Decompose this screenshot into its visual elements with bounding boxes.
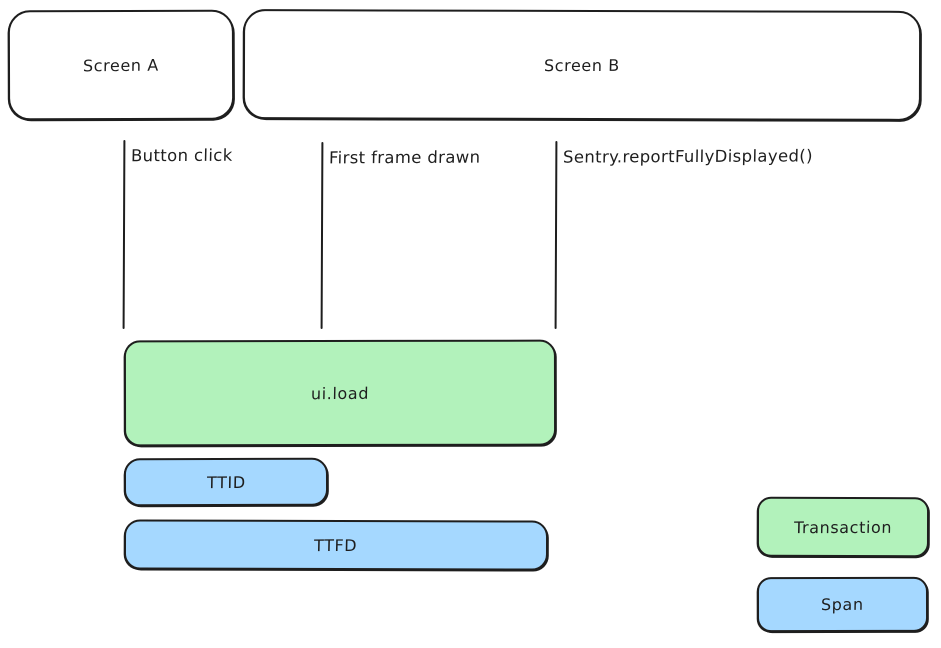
marker-tick-button-click	[122, 139, 126, 330]
bar-ttfd[interactable]: TTFD	[123, 519, 549, 571]
marker-label-first-frame-drawn: First frame drawn	[328, 147, 481, 168]
bar-label-ttid: TTID	[206, 472, 246, 492]
legend-transaction[interactable]: Transaction	[756, 496, 930, 558]
marker-tick-first-frame-drawn	[320, 141, 324, 330]
marker-label-button-click: Button click	[130, 145, 233, 166]
bar-ui-load[interactable]: ui.load	[123, 339, 557, 447]
marker-tick-fully-displayed	[554, 140, 558, 330]
legend-label-transaction: Transaction	[793, 517, 893, 537]
legend-label-span: Span	[820, 594, 865, 615]
screen-a-box[interactable]: Screen A	[7, 9, 235, 121]
marker-label-fully-displayed: Sentry.reportFullyDisplayed()	[562, 146, 814, 167]
bar-label-ttfd: TTFD	[314, 535, 358, 555]
screen-b-label: Screen B	[543, 55, 621, 75]
bar-ttid[interactable]: TTID	[123, 457, 329, 507]
screen-b-box[interactable]: Screen B	[242, 9, 922, 121]
screen-a-label: Screen A	[82, 55, 160, 75]
bar-label-ui-load: ui.load	[310, 383, 370, 403]
legend-span[interactable]: Span	[756, 576, 929, 633]
